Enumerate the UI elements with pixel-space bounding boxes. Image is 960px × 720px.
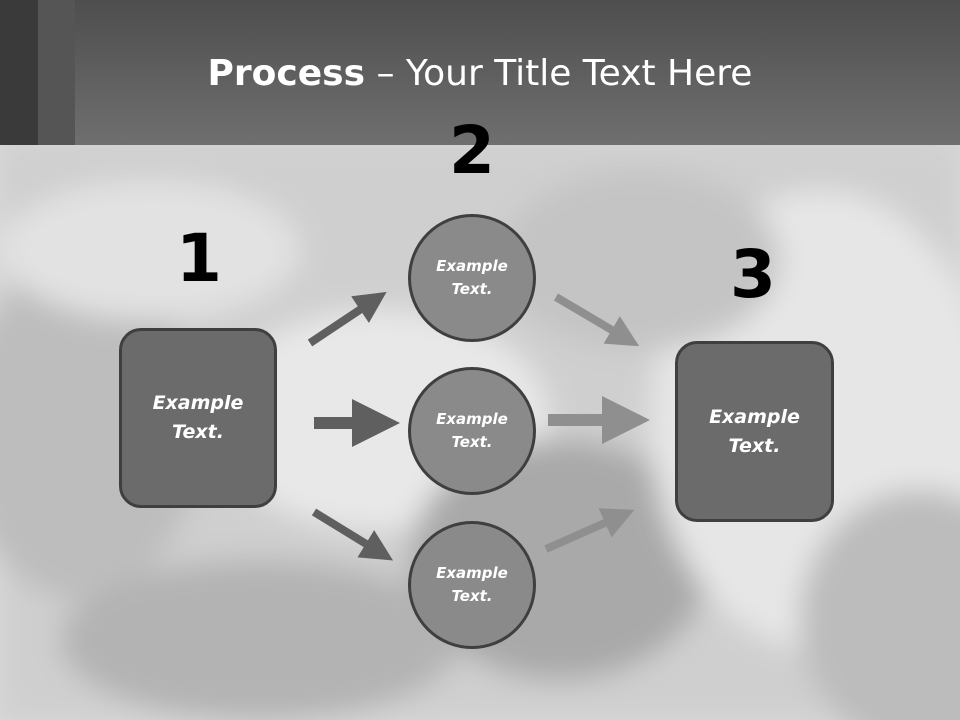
arrow-to-top-circle	[307, 291, 387, 347]
arrow-from-bottom-circle	[544, 508, 635, 553]
step-2-circle-middle: Example Text.	[408, 367, 536, 495]
step-2-circle-top: Example Text.	[408, 214, 536, 342]
step-number-1: 1	[176, 220, 222, 297]
step-3-box: Example Text.	[675, 341, 834, 522]
title-rest: – Your Title Text Here	[365, 53, 753, 94]
step-1-box-text: Example Text.	[152, 392, 244, 443]
step-1-box: Example Text.	[119, 328, 277, 508]
slide-title: Process – Your Title Text Here	[0, 52, 960, 96]
circle-bottom-text: Example Text.	[436, 564, 508, 605]
step-number-3: 3	[730, 236, 776, 313]
header-accent-stripe	[0, 0, 38, 145]
circle-top-text: Example Text.	[436, 257, 508, 298]
header-accent-stripe	[38, 0, 75, 145]
step-2-circle-bottom: Example Text.	[408, 521, 536, 649]
header-bar	[0, 0, 960, 145]
title-bold: Process	[207, 53, 366, 94]
circle-middle-text: Example Text.	[436, 410, 508, 451]
step-3-box-text: Example Text.	[709, 405, 800, 457]
arrow-from-top-circle	[553, 293, 640, 347]
step-number-2: 2	[449, 112, 495, 189]
arrow-to-bottom-circle	[311, 508, 394, 561]
